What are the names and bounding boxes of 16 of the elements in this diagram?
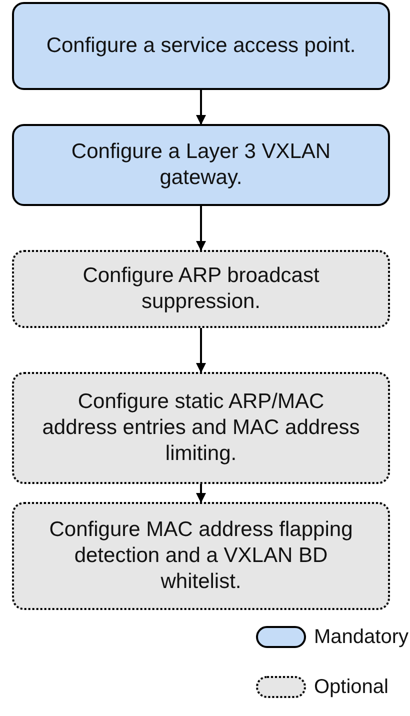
arrow [196,328,206,373]
process-box [12,124,390,206]
process-box [12,2,390,90]
process-box [12,250,390,328]
legend-label: Mandatory [314,625,408,650]
step-text: Configure ARP broadcast suppression. [82,263,320,315]
arrow [196,484,206,503]
step-text: Configure a Layer 3 VXLAN gateway. [70,139,332,191]
legend-label: Optional [314,675,388,700]
arrow [196,206,206,251]
step-text: Configure MAC address flapping detection and a VXLAN BD whitelist. [48,517,354,595]
process-box [12,372,390,484]
arrow [196,90,206,125]
process-box [12,502,390,610]
step-text: Configure a service access point. [46,33,356,59]
step-text: Configure static ARP/MAC address entries and MAC address limiting. [41,389,361,467]
